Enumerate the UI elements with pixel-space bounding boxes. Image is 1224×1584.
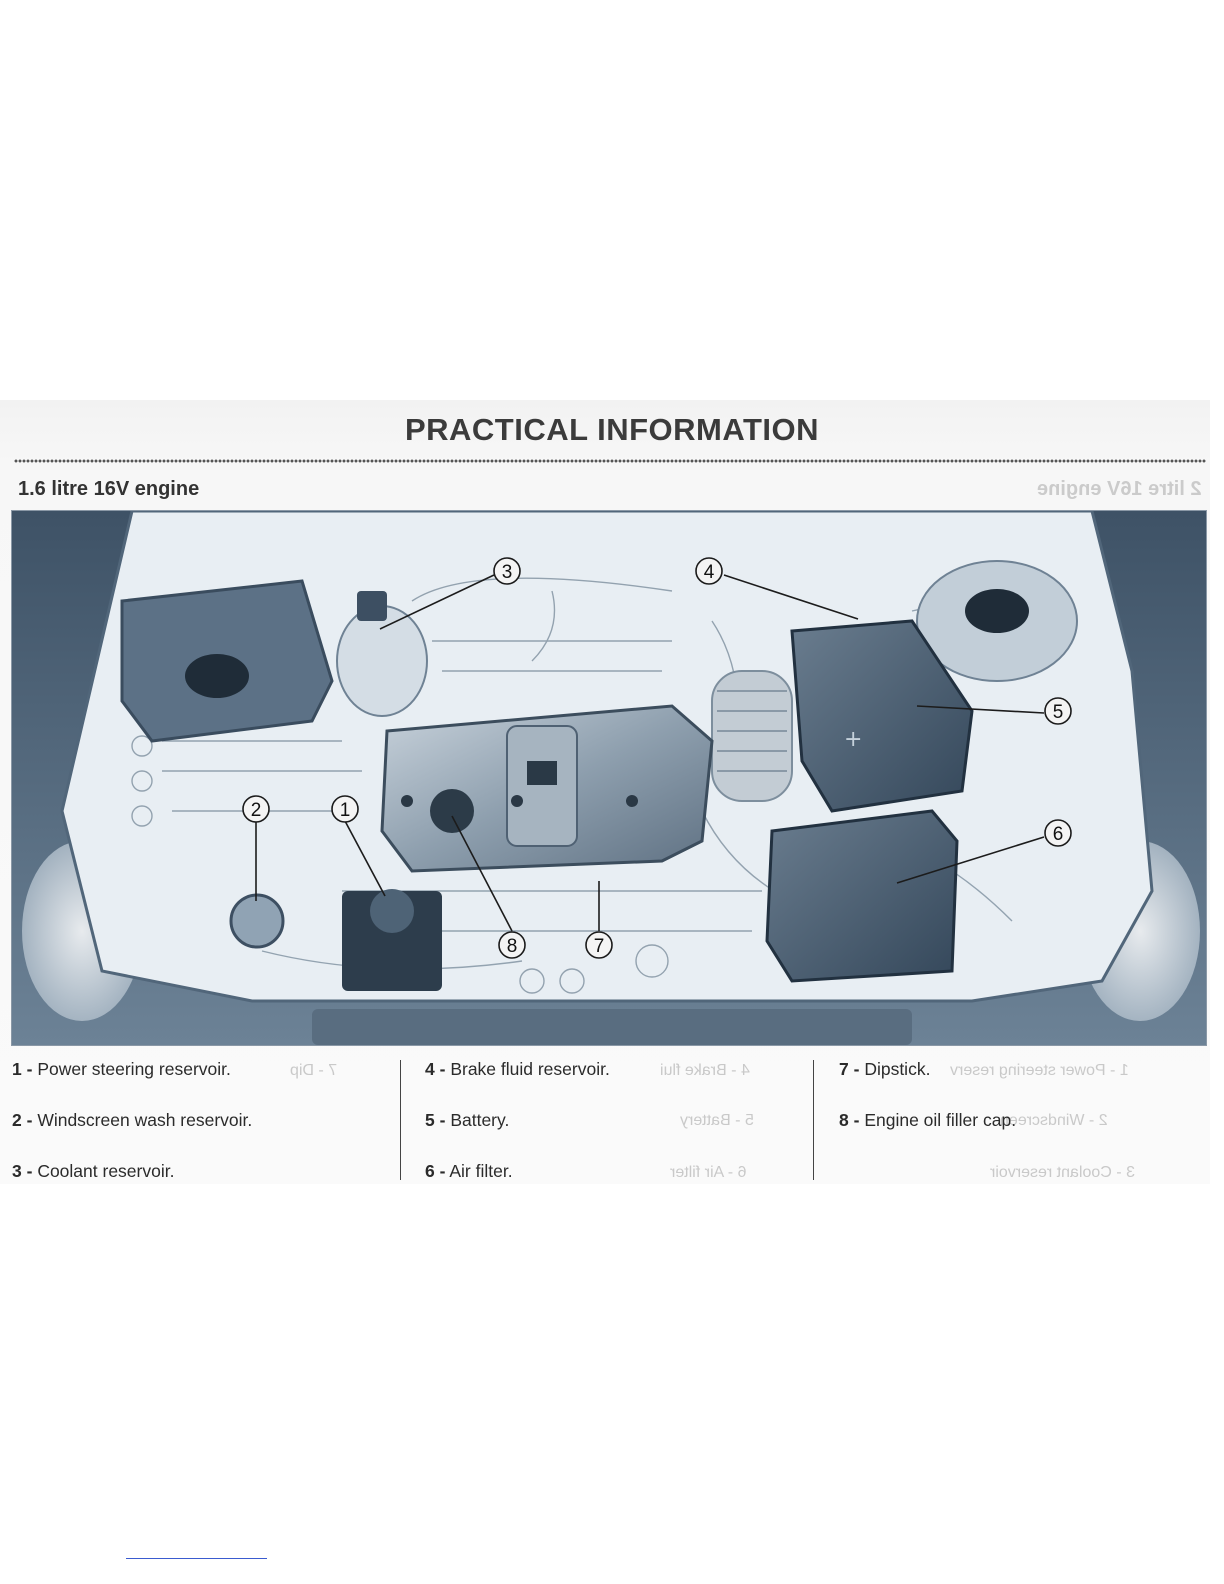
engine-bay-drawing: + 1 2 3 4 5 6 7 8: [12, 511, 1206, 1045]
section-title: 1.6 litre 16V engine: [18, 478, 200, 500]
bleedthrough-text: 7 - Dip: [290, 1062, 338, 1079]
svg-text:1: 1: [340, 800, 351, 821]
legend-item: 2 - Windscreen wash reservoir.: [12, 1110, 253, 1130]
page-title: PRACTICAL INFORMATION: [404, 412, 820, 447]
legend-item: 8 - Engine oil filler cap.: [839, 1110, 1017, 1130]
legend-column-3: 7 - Dipstick. 8 - Engine oil filler cap.: [839, 1056, 1016, 1182]
callout-5: 5: [1044, 697, 1072, 725]
bleedthrough-text: 4 - Brake flui: [660, 1062, 750, 1079]
legend-item: 7 - Dipstick.: [839, 1059, 931, 1079]
legend-divider: [813, 1060, 814, 1180]
callout-7: 7: [585, 931, 613, 959]
svg-text:4: 4: [704, 562, 715, 583]
svg-text:8: 8: [507, 936, 518, 957]
legend-item: 6 - Air filter.: [425, 1161, 513, 1181]
svg-text:+: +: [844, 727, 862, 752]
legend-item: 5 - Battery.: [425, 1110, 510, 1130]
legend-divider: [400, 1060, 401, 1180]
legend-item: 1 - Power steering reservoir.: [12, 1059, 231, 1079]
dotted-divider: [14, 458, 1206, 464]
svg-text:3: 3: [502, 562, 513, 583]
legend-column-1: 1 - Power steering reservoir. 2 - Windsc…: [12, 1056, 252, 1182]
callout-4: 4: [695, 557, 723, 585]
mirrored-bleedthrough-title: 2 litre 16V engine: [1037, 478, 1202, 500]
svg-text:5: 5: [1053, 702, 1064, 723]
bleedthrough-text: 6 - Air filter: [670, 1164, 747, 1181]
svg-text:2: 2: [251, 800, 262, 821]
svg-text:7: 7: [594, 936, 605, 957]
callout-3: 3: [493, 557, 521, 585]
callout-1: 1: [331, 795, 359, 823]
legend-column-2: 4 - Brake fluid reservoir. 5 - Battery. …: [425, 1056, 610, 1182]
callout-8: 8: [498, 931, 526, 959]
engine-bay-illustration: + 1 2 3 4 5 6 7 8: [11, 510, 1207, 1046]
callout-6: 6: [1044, 819, 1072, 847]
legend-item: 4 - Brake fluid reservoir.: [425, 1059, 610, 1079]
legend-item: 3 - Coolant reservoir.: [12, 1161, 175, 1181]
bleedthrough-text: 2 - Windscreen: [1000, 1112, 1108, 1129]
callout-2: 2: [242, 795, 270, 823]
footer-link-underline[interactable]: [126, 1558, 267, 1559]
svg-text:6: 6: [1053, 824, 1064, 845]
bleedthrough-text: 5 - Battery: [680, 1112, 754, 1129]
